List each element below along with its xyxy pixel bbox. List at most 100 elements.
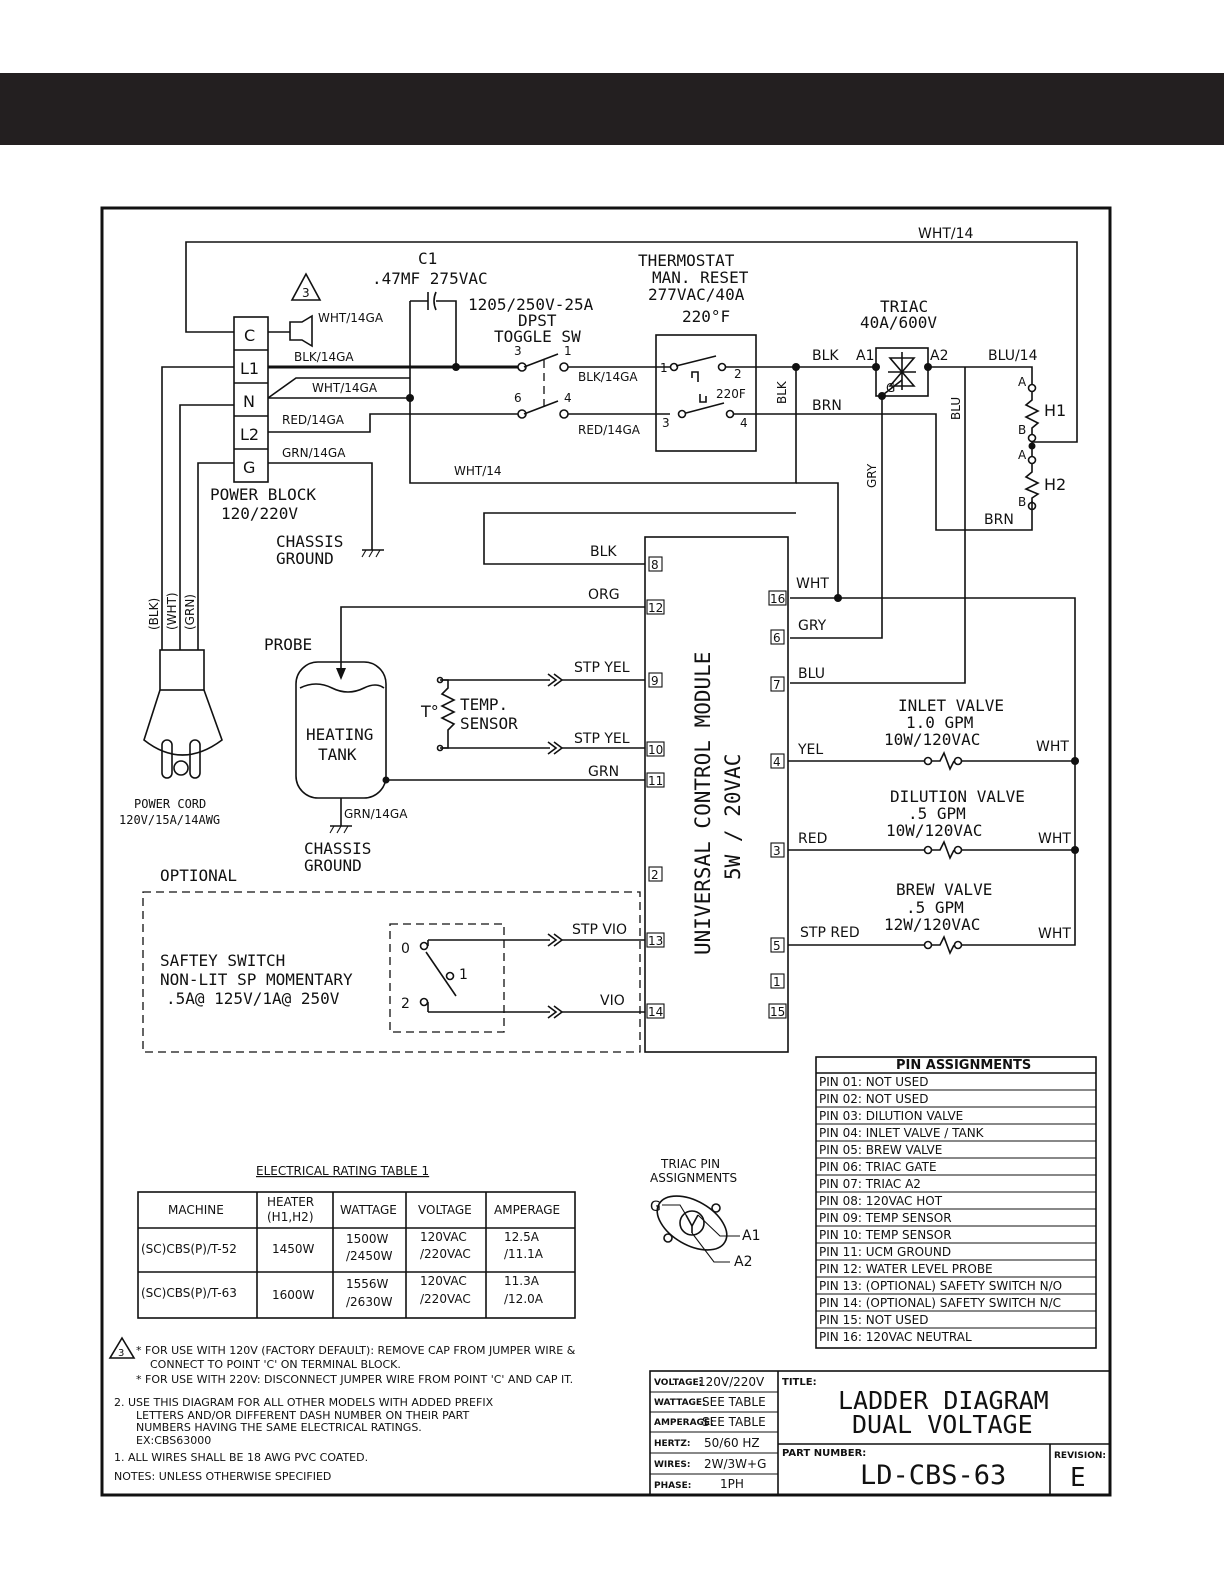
wire-label-blk-vertical: BLK [775,380,789,404]
svg-text:B: B [1018,495,1026,509]
dilution-valve-flow: .5 GPM [908,804,966,823]
wire-label-pin12: ORG [588,587,620,603]
svg-text:16: 16 [770,592,785,606]
power-block: C L1 N L2 G [233,316,269,483]
cord-wire-grn: (GRN) [183,594,197,630]
chassis-ground-label-2: GROUND [276,549,334,568]
pin-assignment-row: PIN 15: NOT USED [819,1313,928,1327]
svg-text:8: 8 [651,558,659,572]
rating-row2-amp-b: /12.0A [504,1292,544,1306]
wire-label-brew-wht: WHT [1038,926,1071,942]
pin-assignment-row: PIN 16: 120VAC NEUTRAL [819,1330,972,1344]
heater-h2-label: H2 [1044,475,1066,494]
wire-label-pin9: STP YEL [574,660,630,676]
svg-text:2: 2 [651,868,659,882]
spec-wattage-label: WATTAGE: [654,1398,706,1408]
triac-pin-title-2: ASSIGNMENTS [650,1171,737,1185]
drawing-title-line2: DUAL VOLTAGE [852,1410,1033,1439]
note3-line3: * FOR USE WITH 220V: DISCONNECT JUMPER W… [136,1373,573,1386]
wire-label-pin16: WHT [796,576,829,592]
dilution-valve-rating: 10W/120VAC [886,821,982,840]
svg-text:2: 2 [734,367,742,381]
universal-control-module [644,536,789,1053]
thermostat: 1 2 3 4 220F [655,334,757,452]
svg-text:6: 6 [514,391,522,405]
rating-row1-volt-a: 120VAC [420,1230,467,1244]
spec-voltage-value: 120V/220V [698,1375,765,1389]
thermostat-label: THERMOSTAT [638,251,735,270]
rating-row2-volt-a: 120VAC [420,1274,467,1288]
triac-package-icon [656,1195,740,1263]
pin-assignment-row: PIN 06: TRIAC GATE [819,1160,937,1174]
temp-symbol: T° [420,702,439,721]
triac-pin-a1: A1 [742,1228,760,1244]
svg-text:2: 2 [401,996,410,1012]
ucm-rating: 5W / 20VAC [721,754,745,880]
wire-label-wht14ga-n: WHT/14GA [312,381,378,395]
spec-wattage-value: SEE TABLE [702,1395,766,1409]
inlet-valve-label: INLET VALVE [898,696,1004,715]
optional-safety-switch-box [142,891,641,1053]
wire-label-grn14ga-tank: GRN/14GA [344,807,408,821]
wire-label-red14ga-sw: RED/14GA [578,423,641,437]
spec-wires-value: 2W/3W+G [704,1457,766,1471]
triac: G [875,347,929,397]
note3-line1: * FOR USE WITH 120V (FACTORY DEFAULT): R… [136,1344,576,1357]
svg-text:3: 3 [514,344,522,358]
thermostat-temp: 220°F [682,307,730,326]
spec-amperage-label: AMPERAGE: [654,1418,714,1428]
spec-wires-label: WIRES: [654,1460,690,1470]
power-cord-label: POWER CORD [134,797,206,811]
svg-text:9: 9 [651,674,659,688]
part-number-label: PART NUMBER: [782,1448,866,1459]
power-block-label: POWER BLOCK [210,485,316,504]
spec-phase-label: PHASE: [654,1481,691,1491]
power-plug-icon [143,649,223,779]
title-block [649,1370,1111,1496]
pin-assignment-row: PIN 09: TEMP SENSOR [819,1211,952,1225]
power-cord-rating: 120V/15A/14AWG [119,813,220,827]
wire-label-blk14ga-l1: BLK/14GA [294,350,354,364]
svg-text:1: 1 [660,361,668,375]
svg-text:A: A [1018,448,1027,462]
probe-label: PROBE [264,635,312,654]
rating-header-voltage: VOLTAGE [418,1203,472,1217]
svg-text:14: 14 [648,1005,663,1019]
brew-valve-label: BREW VALVE [896,880,992,899]
triac-a2-label: A2 [930,348,948,364]
wire-label-pin8: BLK [590,544,617,560]
chassis-ground-symbol [361,549,384,558]
part-number: LD-CBS-63 [860,1460,1006,1491]
pin-assignment-row: PIN 05: BREW VALVE [819,1143,942,1157]
triac-pin-title-1: TRIAC PIN [660,1157,720,1171]
rating-row2-watt-a: 1556W [346,1277,389,1291]
rating-header-machine: MACHINE [168,1203,224,1217]
wire-label-blu-vertical: BLU [949,397,963,420]
triac-a1-label: A1 [856,348,874,364]
wire-label-dilution-wht: WHT [1038,831,1071,847]
inlet-valve-flow: 1.0 GPM [906,713,973,732]
temp-sensor-label-1: TEMP. [460,695,508,714]
triac-label: TRIAC [880,297,928,316]
svg-text:3: 3 [662,416,670,430]
pin-assignment-row: PIN 10: TEMP SENSOR [819,1228,952,1242]
electrical-rating-table [137,1191,576,1319]
rating-row1-heater: 1450W [272,1242,315,1256]
dilution-valve-label: DILUTION VALVE [890,787,1025,806]
pin-assignments-title: PIN ASSIGNMENTS [896,1058,1031,1073]
notes-header: NOTES: UNLESS OTHERWISE SPECIFIED [114,1470,331,1483]
svg-text:1: 1 [459,967,468,983]
brew-valve-rating: 12W/120VAC [884,915,980,934]
pin-assignment-row: PIN 14: (OPTIONAL) SAFETY SWITCH N/C [819,1296,1061,1310]
wire-label-pin10: STP YEL [574,731,630,747]
rating-row2-amp-a: 11.3A [504,1274,540,1288]
dpst-toggle-switch: 3 1 6 4 [514,344,572,419]
cord-wire-blk: (BLK) [147,598,161,630]
terminal-l2: L2 [240,425,259,444]
revision: E [1070,1463,1086,1493]
safety-switch-label-1: SAFTEY SWITCH [160,951,285,970]
svg-text:4: 4 [740,416,748,430]
svg-text:3: 3 [118,1348,124,1359]
ucm-pins-right: 16 6 7 4 3 5 1 15 [768,590,787,1019]
